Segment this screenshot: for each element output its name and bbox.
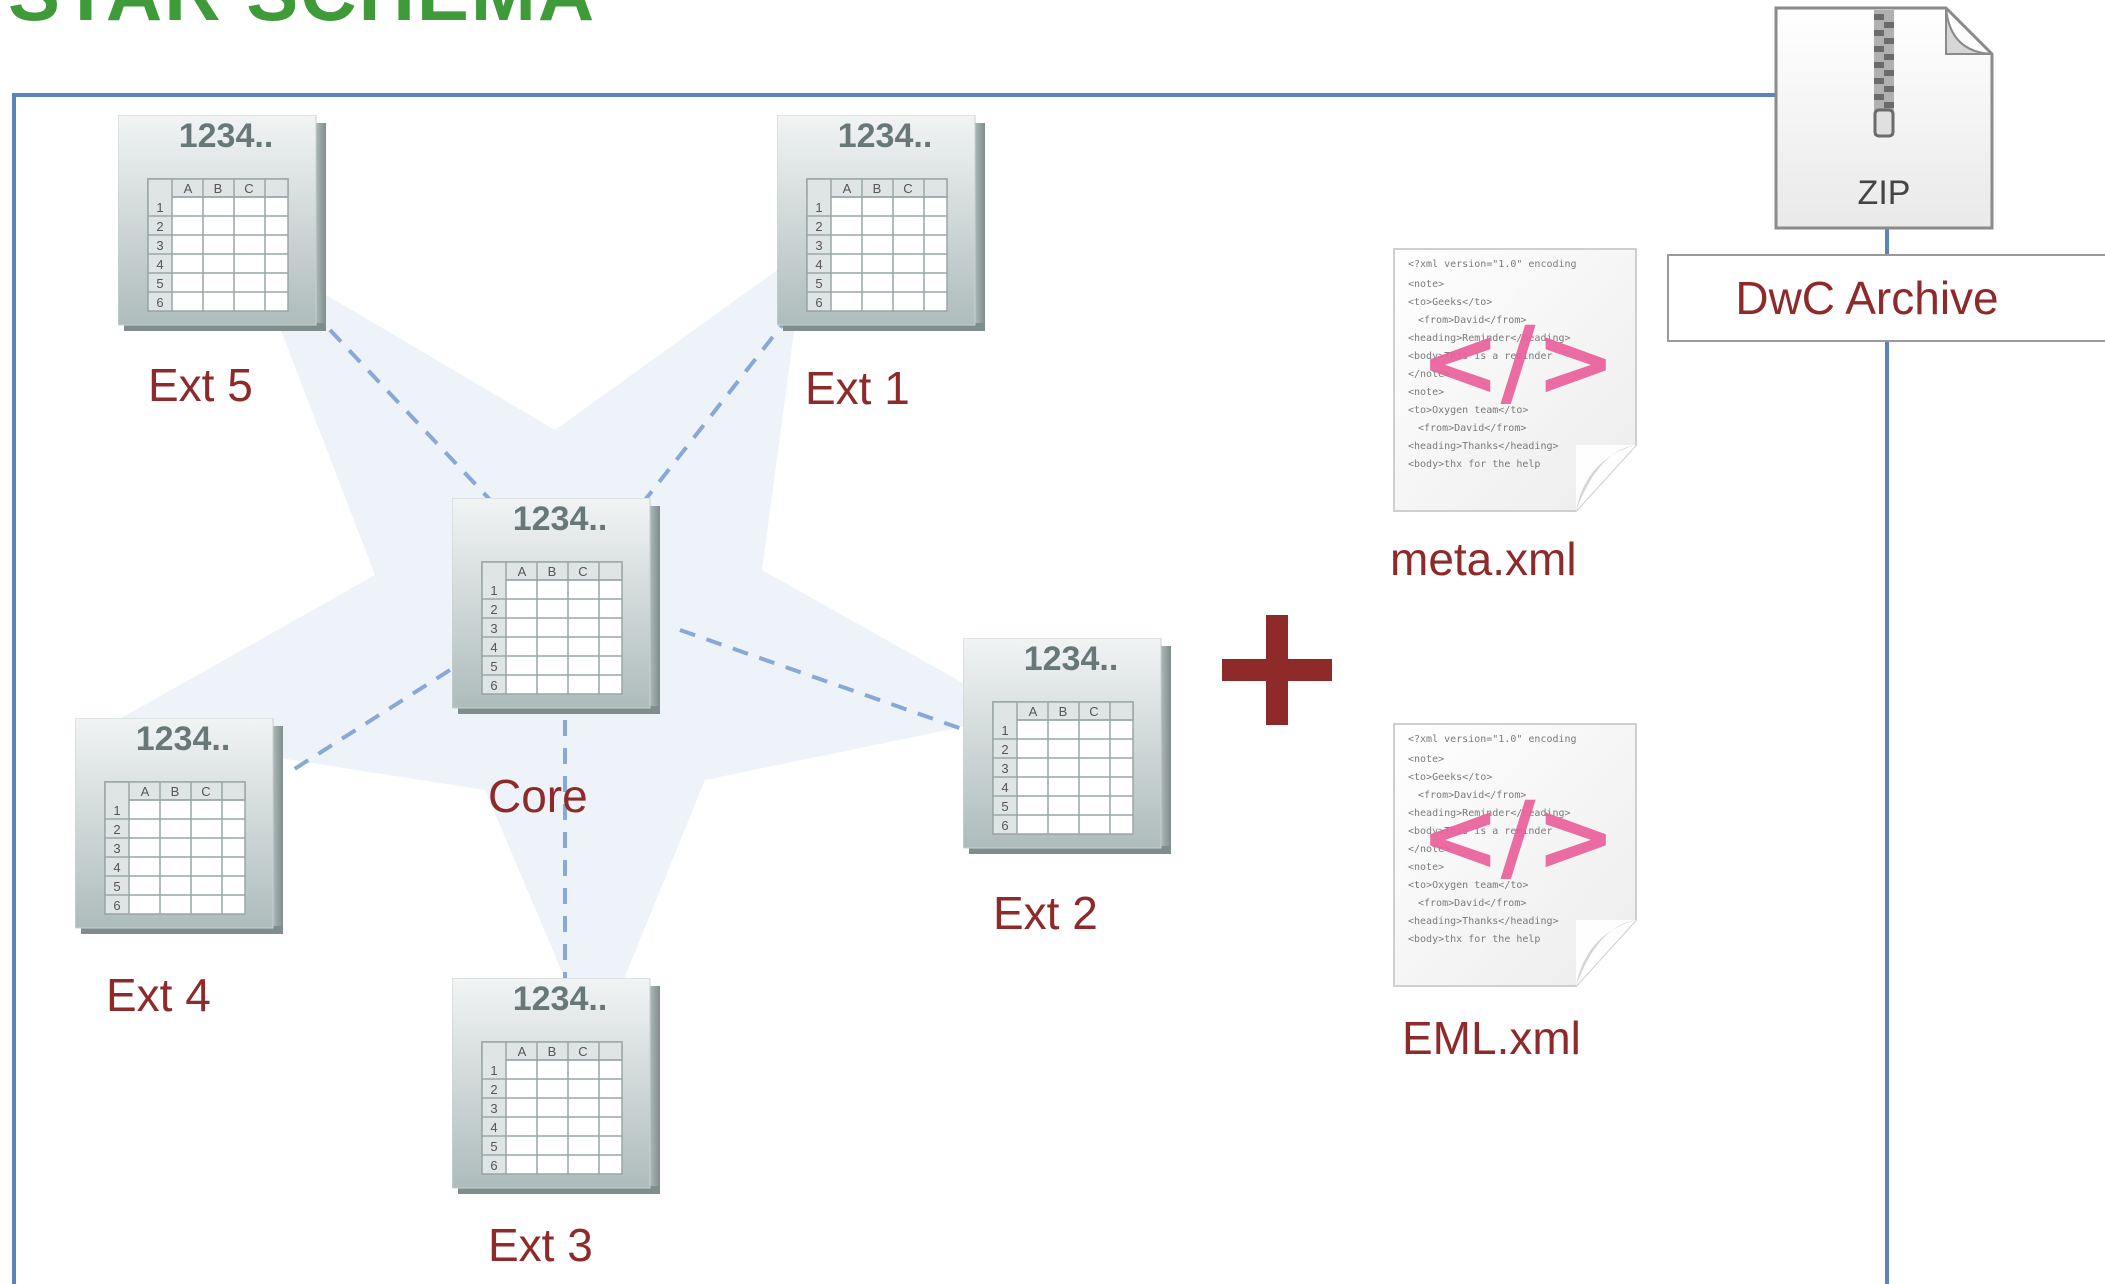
eml-xml-label: EML.xml [1402, 1012, 1581, 1064]
ext5-table-icon [118, 115, 327, 332]
meta-xml-doc-icon [1393, 248, 1637, 512]
core-table-icon [452, 498, 661, 715]
eml-xml-doc-icon [1393, 723, 1637, 987]
connector-core-ext2 [679, 628, 966, 732]
ext5-label: Ext 5 [148, 359, 253, 411]
ext3-label: Ext 3 [488, 1219, 593, 1271]
connector-core-ext5 [328, 328, 497, 507]
ext2-label: Ext 2 [993, 887, 1098, 939]
page-title: STAR SCHEMA [8, 0, 596, 32]
ext1-table-icon [777, 115, 986, 332]
meta-xml-label: meta.xml [1390, 533, 1577, 585]
ext3-table-icon [452, 978, 661, 1195]
dwc-archive-label: DwC Archive [1735, 272, 1999, 324]
dwc-archive-box: DwC Archive [1667, 254, 2105, 342]
ext4-label: Ext 4 [106, 969, 211, 1021]
ext4-table-icon [75, 718, 284, 935]
connector-core-ext4 [283, 668, 452, 777]
zip-label: ZIP [1858, 174, 1911, 212]
connector-core-ext1 [643, 313, 792, 502]
core-label: Core [488, 770, 588, 822]
archive-frame [12, 93, 1889, 1284]
ext2-table-icon [963, 638, 1172, 855]
plus-icon [1222, 615, 1332, 725]
ext1-label: Ext 1 [805, 362, 910, 414]
zip-file-icon: ZIP [1774, 6, 1994, 230]
